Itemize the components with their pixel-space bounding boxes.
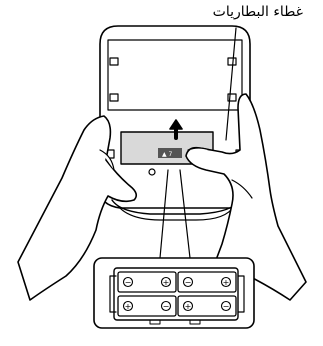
- battery-2-right-polarity: +: [223, 278, 230, 287]
- battery-compartment-inset: [94, 258, 254, 328]
- battery-3-right-polarity: −: [163, 302, 170, 311]
- battery-4-right-polarity: −: [223, 302, 230, 311]
- battery-4-left-polarity: +: [185, 302, 192, 311]
- battery-1-left-polarity: −: [125, 278, 132, 287]
- battery-3-left-polarity: +: [125, 302, 132, 311]
- battery-2-left-polarity: −: [185, 278, 192, 287]
- battery-cover-label: غطاء البطاريات: [213, 4, 303, 20]
- svg-text:▲ 7: ▲ 7: [162, 151, 173, 158]
- battery-1-right-polarity: +: [163, 278, 170, 287]
